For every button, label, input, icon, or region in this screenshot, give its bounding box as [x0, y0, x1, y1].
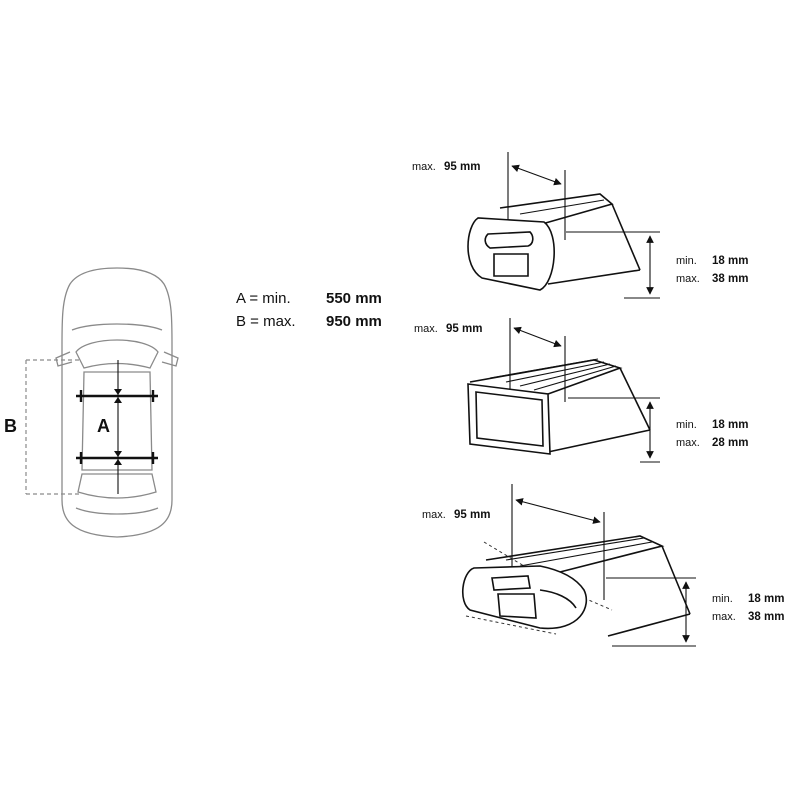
car-trunk-line [75, 507, 159, 515]
p1-bar-top [499, 193, 614, 225]
p2-ridge-4 [533, 365, 617, 391]
bar-profile-wing: max. 95 mm min. 18 mm max. 38 mm [422, 484, 784, 647]
a-arrow-inner-bottom [114, 451, 122, 457]
car-top-view: A B [4, 267, 179, 538]
front-roof-bar [76, 390, 158, 402]
p1-end-channel [484, 231, 534, 249]
p3-end-channel [491, 575, 531, 591]
a-arrow-inner-top [114, 397, 122, 403]
rear-roof-bar [76, 452, 158, 464]
p2-ridge-2 [505, 361, 605, 383]
p1-bar-bottom [547, 269, 641, 285]
p3-end-face [462, 565, 588, 630]
label-a: A [97, 416, 110, 436]
car-windshield [75, 339, 159, 369]
car-roof [81, 371, 153, 471]
p1-min-label: min. [676, 255, 697, 267]
label-b: B [4, 416, 17, 436]
spec-b-value: 950 mm [326, 313, 382, 330]
spacing-specs: A = min. 550 mm B = max. 950 mm [236, 290, 382, 330]
p2-max-value: 28 mm [712, 437, 748, 449]
p3-end-wing [539, 589, 577, 609]
car-mirror-left [55, 351, 73, 367]
p2-width-arrow [513, 326, 562, 348]
p1-width-arrow [511, 164, 562, 186]
car-body-outline [61, 267, 173, 538]
p2-ridge-3 [519, 363, 611, 387]
p2-end-inner [475, 391, 544, 447]
p1-end-lower-cell [493, 253, 529, 277]
p3-ridge-2 [519, 541, 653, 567]
car-rear-window [77, 473, 157, 499]
bar-profile-rectangular: max. 95 mm min. 18 mm max. 28 mm [414, 318, 748, 463]
p3-ridge-1 [505, 537, 645, 561]
p3-min-label: min. [712, 593, 733, 605]
a-arrow-top [114, 389, 122, 395]
a-arrow-bottom [114, 459, 122, 465]
p2-end-face [467, 383, 551, 455]
p3-min-value: 18 mm [748, 593, 784, 605]
p2-ridge-1 [489, 358, 599, 379]
p3-guide-top [483, 541, 525, 567]
p3-bar-bottom [607, 613, 691, 637]
p1-bar-far-edge [611, 203, 641, 271]
p3-guide-right [583, 597, 613, 611]
p2-min-value: 18 mm [712, 419, 748, 431]
p2-bar-far-edge [619, 367, 651, 431]
p3-width-value: 95 mm [454, 509, 490, 521]
p1-width-value: 95 mm [444, 161, 480, 173]
p1-max-value: 38 mm [712, 273, 748, 285]
spec-a-value: 550 mm [326, 290, 382, 307]
car-hood-line [71, 323, 163, 331]
p1-width-label: max. [412, 161, 436, 173]
spec-b-key: B = max. [236, 313, 296, 330]
p1-min-value: 18 mm [712, 255, 748, 267]
p2-max-label: max. [676, 437, 700, 449]
car-mirror-right [161, 351, 179, 367]
p2-width-value: 95 mm [446, 323, 482, 335]
p1-max-label: max. [676, 273, 700, 285]
p2-width-label: max. [414, 323, 438, 335]
p3-end-cell [497, 593, 537, 619]
p3-max-label: max. [712, 611, 736, 623]
p2-min-label: min. [676, 419, 697, 431]
p3-max-value: 38 mm [748, 611, 784, 623]
p1-bar-ridge [519, 199, 605, 215]
p3-width-arrow [515, 498, 601, 524]
p3-bar-top [485, 535, 665, 573]
spec-a-key: A = min. [236, 290, 291, 307]
bar-profile-oval: max. 95 mm min. 18 mm max. 38 mm [412, 152, 748, 299]
p2-bar-bottom [547, 429, 651, 453]
p3-width-label: max. [422, 509, 446, 521]
